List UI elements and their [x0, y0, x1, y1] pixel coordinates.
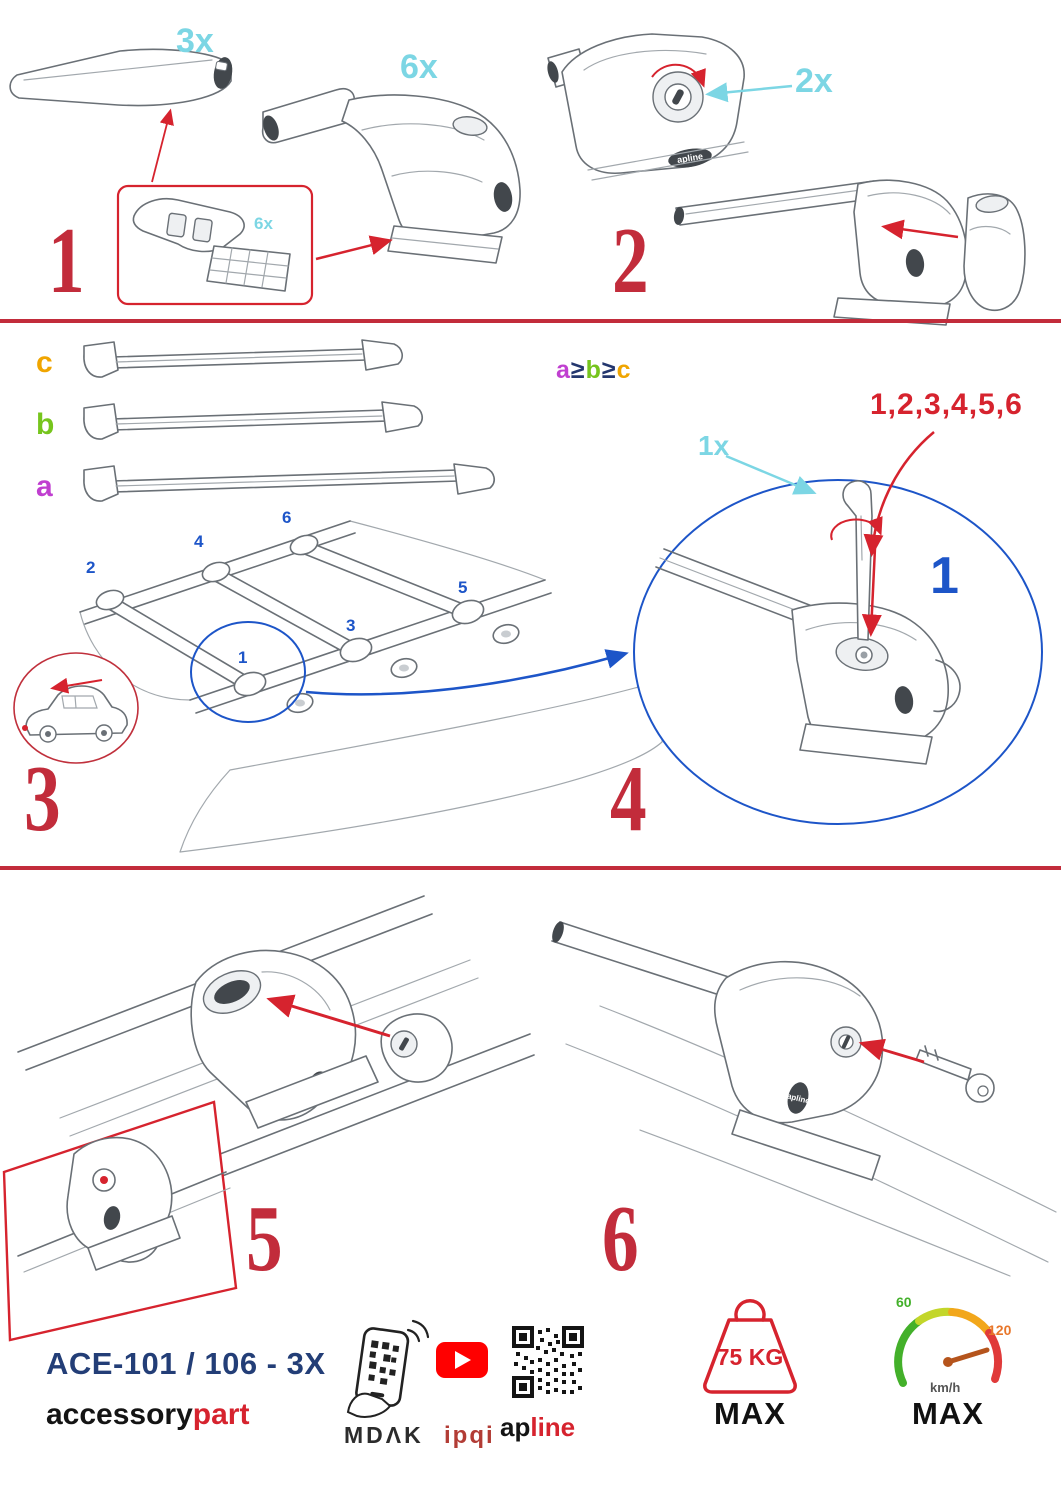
youtube-icon [436, 1342, 488, 1378]
step-4-number: 4 [610, 747, 647, 851]
qty-lock-label: 2x [795, 62, 833, 100]
mdak-label: MDΛK [344, 1422, 424, 1448]
step-1-number: 1 [48, 209, 85, 313]
qty-crossbar-label: 3x [176, 22, 214, 60]
tightening-sequence-label: 1,2,3,4,5,6 [870, 388, 1023, 421]
phone-scan-icon [346, 1319, 430, 1418]
position-2-label: 2 [86, 558, 96, 577]
installation-drawing-step6: apline [551, 921, 1057, 1277]
foot-drawing-step1 [261, 87, 521, 264]
crossbar-a-drawing [83, 463, 495, 502]
position-5-label: 5 [458, 578, 468, 597]
apline-red-part: line [530, 1412, 576, 1442]
position-3-label: 3 [346, 616, 356, 635]
position-4-label: 4 [194, 532, 204, 551]
sequence-first-label: 1 [930, 547, 959, 605]
roof-installation-drawing [79, 520, 664, 853]
ipqi-label: ipqi [444, 1422, 495, 1449]
rule-ge2: ≥ [601, 356, 617, 384]
installation-drawing-step5 [17, 895, 535, 1212]
max-speed-label: MAX [912, 1396, 984, 1431]
brand-red-part: part [192, 1398, 250, 1431]
speed-high-label: 120 [988, 1322, 1012, 1338]
bar-label-c: c [36, 346, 53, 379]
zoom-detail-drawing [633, 479, 1043, 825]
step-6-number: 6 [602, 1187, 639, 1291]
speed-unit-label: km/h [930, 1380, 961, 1395]
model-code: ACE-101 / 106 - 3X [46, 1346, 326, 1381]
position-6-label: 6 [282, 508, 292, 527]
section-divider-2 [0, 866, 1061, 870]
crossbar-b-drawing [83, 401, 423, 440]
length-rule: a≥b≥c [556, 356, 632, 385]
crossbar-c-drawing [83, 339, 403, 378]
speedometer-icon [894, 1307, 1003, 1387]
step-3-number: 3 [24, 747, 61, 851]
step-2-number: 2 [612, 209, 649, 313]
max-weight-label: MAX [714, 1396, 786, 1431]
apline-black-part: ap [500, 1412, 531, 1442]
qr-code-icon [512, 1326, 584, 1398]
car-inset-drawing [13, 652, 139, 764]
weight-icon [703, 1299, 797, 1394]
apline-label: apline [500, 1412, 575, 1443]
foot-lock-drawing-step2: apline [547, 33, 793, 181]
bar-foot-cover-drawing-step2 [673, 179, 1026, 326]
speed-low-label: 60 [896, 1294, 912, 1310]
bar-label-b: b [36, 408, 55, 441]
brand-black-part: accessory [46, 1398, 193, 1431]
lock-cylinder-drawing [380, 1013, 453, 1083]
crossbar-drawing [9, 48, 233, 183]
key-drawing [915, 1045, 995, 1103]
step-5-number: 5 [246, 1187, 283, 1291]
bar-label-a: a [36, 470, 53, 503]
section-divider-1 [0, 319, 1061, 323]
rule-a: a [556, 356, 571, 384]
qty-foot-label: 6x [400, 48, 438, 86]
position-1-label: 1 [238, 648, 248, 667]
rule-b: b [585, 356, 602, 384]
qty-pad-label: 6x [254, 214, 273, 233]
qty-hexkey-label: 1x [698, 430, 730, 461]
rule-ge1: ≥ [570, 356, 586, 384]
brand-accessorypart: accessorypart [46, 1398, 249, 1432]
position-1-highlight-circle [190, 621, 306, 723]
max-weight-value: 75 KG [716, 1344, 784, 1370]
rule-c: c [616, 356, 632, 384]
pad-inset-box [116, 184, 314, 306]
inset-drawing-step5 [2, 1100, 238, 1342]
